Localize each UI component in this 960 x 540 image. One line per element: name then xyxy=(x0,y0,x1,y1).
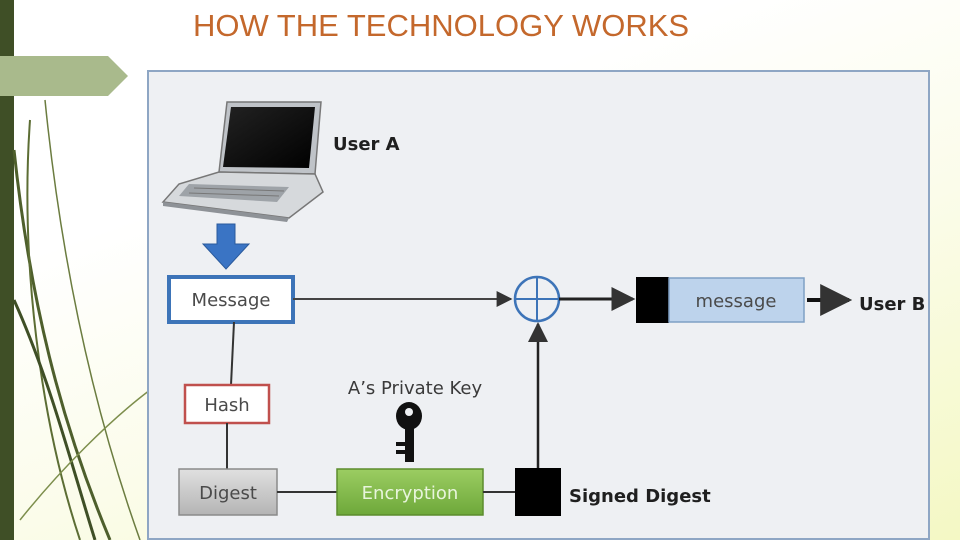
user-b-label: User B xyxy=(859,294,925,315)
left-accent-bar xyxy=(0,0,14,540)
slide-tab-arrow xyxy=(0,56,128,96)
down-arrow-icon xyxy=(201,223,251,270)
decorative-lines xyxy=(12,99,151,540)
key-icon xyxy=(396,402,422,462)
hash-box xyxy=(183,383,271,425)
message-box-label: Message xyxy=(192,290,271,311)
private-key-label: A’s Private Key xyxy=(348,378,483,399)
encryption-box-label: Encryption xyxy=(362,483,459,504)
slide-title: HOW THE TECHNOLOGY WORKS xyxy=(193,8,690,43)
output-message-box xyxy=(668,277,805,323)
user-a-label: User A xyxy=(333,134,400,155)
laptop-icon xyxy=(161,101,324,222)
hash-box-label: Hash xyxy=(204,395,249,416)
signed-digest-block xyxy=(515,468,561,516)
digest-box-label: Digest xyxy=(199,483,257,504)
signed-digest-label: Signed Digest xyxy=(569,486,711,507)
signature-block xyxy=(636,277,669,323)
combine-operator-icon xyxy=(513,275,561,323)
digital-signature-diagram: User A Message message User B Hash xyxy=(147,70,930,540)
digest-box xyxy=(178,468,278,516)
output-message-label: message xyxy=(696,291,777,312)
message-to-hash-line xyxy=(230,321,235,386)
encryption-box xyxy=(336,468,484,516)
